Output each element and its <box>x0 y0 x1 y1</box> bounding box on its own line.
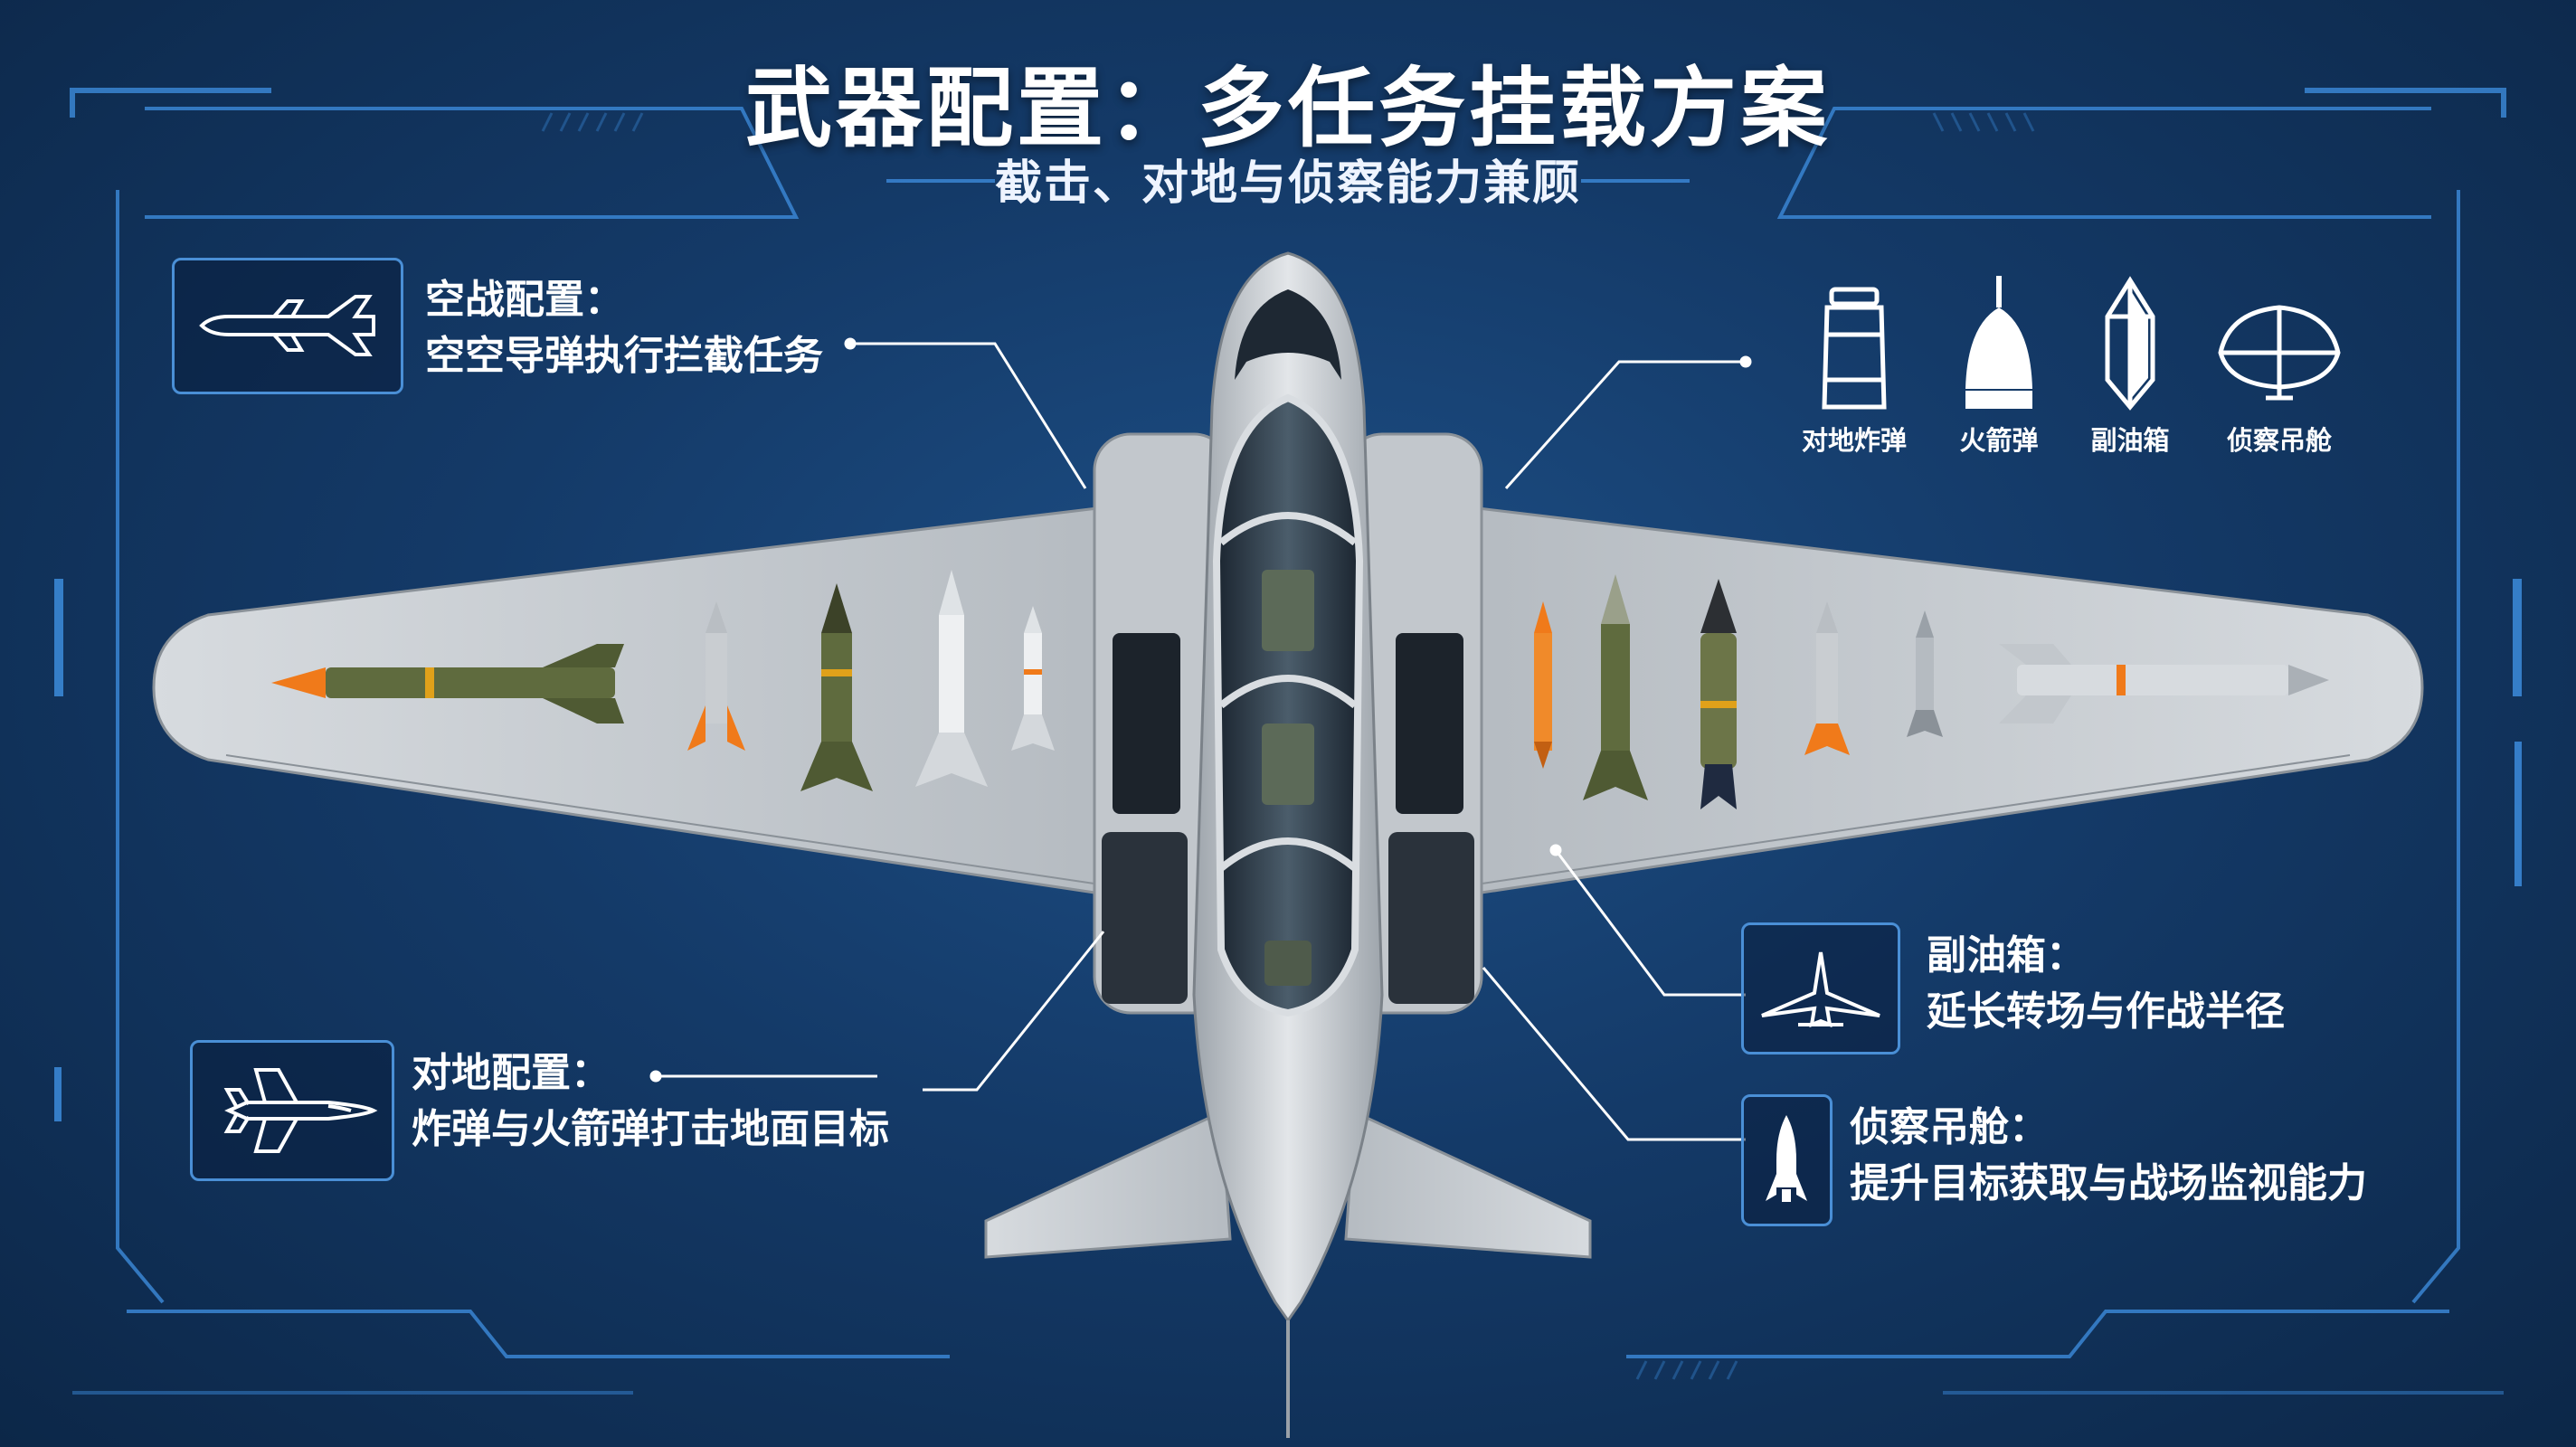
fighter-jet-icon <box>223 1068 378 1153</box>
panel-recon-pod: 侦察吊舱： 提升目标获取与战场监视能力 <box>1741 1090 2483 1234</box>
drop-tank-icon-box <box>1741 922 1900 1055</box>
right-wing-stores <box>1534 574 2329 809</box>
delta-jet-icon <box>1761 951 1880 1028</box>
air-combat-description: 空空导弹执行拦截任务 <box>425 333 823 379</box>
air-to-air-missile-icon <box>199 295 375 356</box>
drop-tank-description: 延长转场与作战半径 <box>1927 988 2285 1035</box>
legend-label-recon-pod: 侦察吊舱 <box>2226 425 2332 456</box>
bomb-store-1 <box>800 583 873 791</box>
legend-item-bomb: 对地炸弹 <box>1786 271 1922 458</box>
cruise-missile-store-2 <box>1999 644 2329 724</box>
recon-pod-icon <box>2218 305 2341 401</box>
bomb-icon <box>1822 287 1887 410</box>
page-title: 武器配置：多任务挂载方案 <box>745 58 1831 159</box>
rocket-store-4 <box>1907 610 1943 737</box>
panel-air-combat: 空战配置： 空空导弹执行拦截任务 <box>172 258 850 394</box>
air-combat-icon-box <box>172 258 403 394</box>
missile-store-2 <box>1011 606 1055 751</box>
rocket-pod-icon <box>1965 276 2032 409</box>
legend-label-bomb: 对地炸弹 <box>1801 425 1907 456</box>
drop-tank-heading: 副油箱： <box>1927 932 2086 979</box>
rocket-store-2 <box>1534 601 1552 769</box>
callout-lines <box>649 337 1752 1141</box>
ground-attack-heading: 对地配置： <box>412 1050 611 1096</box>
legend-label-rocket: 火箭弹 <box>1959 425 2039 456</box>
left-wing <box>152 505 1114 897</box>
left-wing-stores <box>271 570 1055 791</box>
legend-item-recon-pod: 侦察吊舱 <box>2211 271 2347 458</box>
recon-pod-icon-box <box>1741 1094 1833 1226</box>
legend-item-rocket: 火箭弹 <box>1931 271 2067 458</box>
ground-attack-description: 炸弹与火箭弹打击地面目标 <box>412 1106 889 1152</box>
page-subtitle: 截击、对地与侦察能力兼顾 <box>994 156 1581 211</box>
legend-item-fuel-tank: 副油箱 <box>2062 271 2198 458</box>
fuel-tank-icon <box>2105 276 2155 411</box>
panel-ground-attack: 对地配置： 炸弹与火箭弹打击地面目标 <box>190 1040 932 1185</box>
cruise-missile-store <box>271 644 624 724</box>
recon-pod-description: 提升目标获取与战场监视能力 <box>1850 1160 2367 1206</box>
legend-label-fuel-tank: 副油箱 <box>2090 425 2170 456</box>
air-combat-heading: 空战配置： <box>425 277 624 323</box>
rocket-store-1 <box>687 601 745 751</box>
ground-attack-icon-box <box>190 1040 394 1181</box>
bomb-store-3 <box>1700 579 1737 809</box>
recon-pod-heading: 侦察吊舱： <box>1850 1104 2049 1150</box>
rocket-store-3 <box>1804 601 1850 755</box>
panel-drop-tank: 副油箱： 延长转场与作战半径 <box>1741 918 2429 1063</box>
rocket-icon <box>1766 1115 1807 1202</box>
missile-store-1 <box>915 570 988 787</box>
bomb-store-2 <box>1583 574 1648 800</box>
